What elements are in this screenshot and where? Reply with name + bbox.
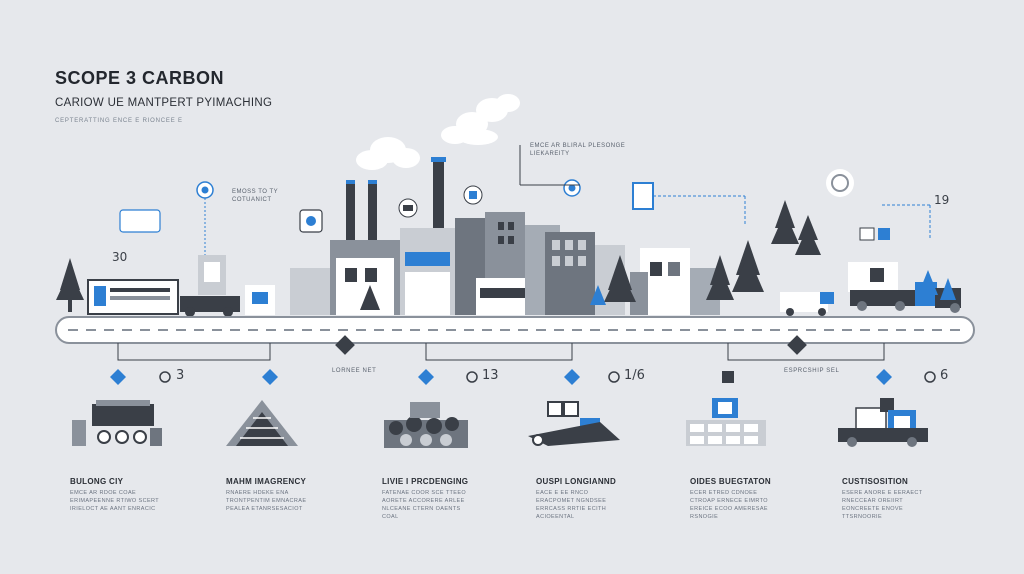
stage-description: FATENAE COOR SCE TTEEO AORETE ACCORERE A…: [382, 490, 467, 520]
annotation-line: LIEKAREITY: [530, 151, 570, 157]
pine-tree-icon: [56, 200, 821, 312]
marker-number: 6: [940, 368, 949, 383]
stage-description: ESERE ANORE E EERAECT RNECCEAR OREIIRT E…: [842, 490, 923, 520]
annotation-left: EMOSS TO TY COTUANICT: [232, 188, 278, 204]
page-title: SCOPE 3 CARBON: [55, 68, 225, 88]
blue-tree-icon: [590, 270, 956, 305]
stage-title: MAHM IMAGRENCY: [226, 477, 307, 486]
stage-title: OUSPI LONGIANND: [536, 477, 617, 486]
stage-description: EACE E EE RNCO ERACPOMET NGNDSEE ERRCASS…: [536, 490, 607, 520]
marker-number: 3: [176, 368, 185, 383]
customer-vehicle-icon: [838, 398, 928, 447]
location-pin-icon: [119, 145, 931, 255]
annotation-line: EMOSS TO TY: [232, 189, 279, 195]
marker-number: 13: [482, 368, 499, 383]
annotation-line: EMCE AR BLIRAL PLESONGE: [530, 143, 626, 149]
machinery-cluster-icon: [384, 402, 468, 448]
stage-title: CUSTISOSITION: [842, 477, 909, 486]
haul-truck-icon: [72, 400, 162, 446]
stage-title: LIVIE I PRCDENGING: [382, 477, 469, 486]
stage-description: ECER ETRED CDNOEE CTROAP ERNECE EIMRTO E…: [690, 490, 768, 520]
left-badge: 30: [112, 250, 128, 264]
road-track: [55, 316, 975, 344]
road-node-icon: [787, 335, 807, 355]
warehouse-pallets-icon: [686, 398, 766, 446]
factory-buildings-icon: [245, 212, 720, 315]
page-tagline: CEPTERATTING ENCE E RIONCEE E: [55, 118, 183, 124]
marker-number: 1/6: [624, 368, 645, 383]
material-pile-icon: [226, 400, 298, 446]
road-node-icon: [335, 335, 355, 355]
stage-title: OIDES BUEGTATON: [690, 477, 771, 486]
annotation-line: COTUANICT: [232, 197, 272, 203]
page-subtitle: CARIOW UE MANTPERT PYIMACHING: [55, 97, 273, 109]
stage-title: BULONG CIY: [70, 477, 124, 486]
stage-description: EMCE AR RDOE COAE ERIMAPEENNE RTIWO SCER…: [70, 490, 159, 512]
right-badge: 19: [934, 193, 950, 207]
chimney-icon: [346, 157, 446, 240]
mining-machine-icon: [87, 255, 240, 317]
annotation-center: EMCE AR BLIRAL PLESONGE LIEKAREITY: [530, 142, 625, 158]
conveyor-icon: [528, 401, 620, 446]
stage-description: RNAERE HDEKE ENA TRONTPENTIM EMNACRAE PE…: [226, 490, 307, 512]
road-label-center: LORNEE NET: [332, 368, 377, 374]
connector-lines: [117, 343, 885, 361]
road-label-right: ESPRCSHIP SEL: [784, 368, 840, 374]
cloud-icon: [356, 94, 520, 170]
timeline-marker-icon: [110, 369, 892, 385]
gear-icon: [159, 371, 936, 383]
